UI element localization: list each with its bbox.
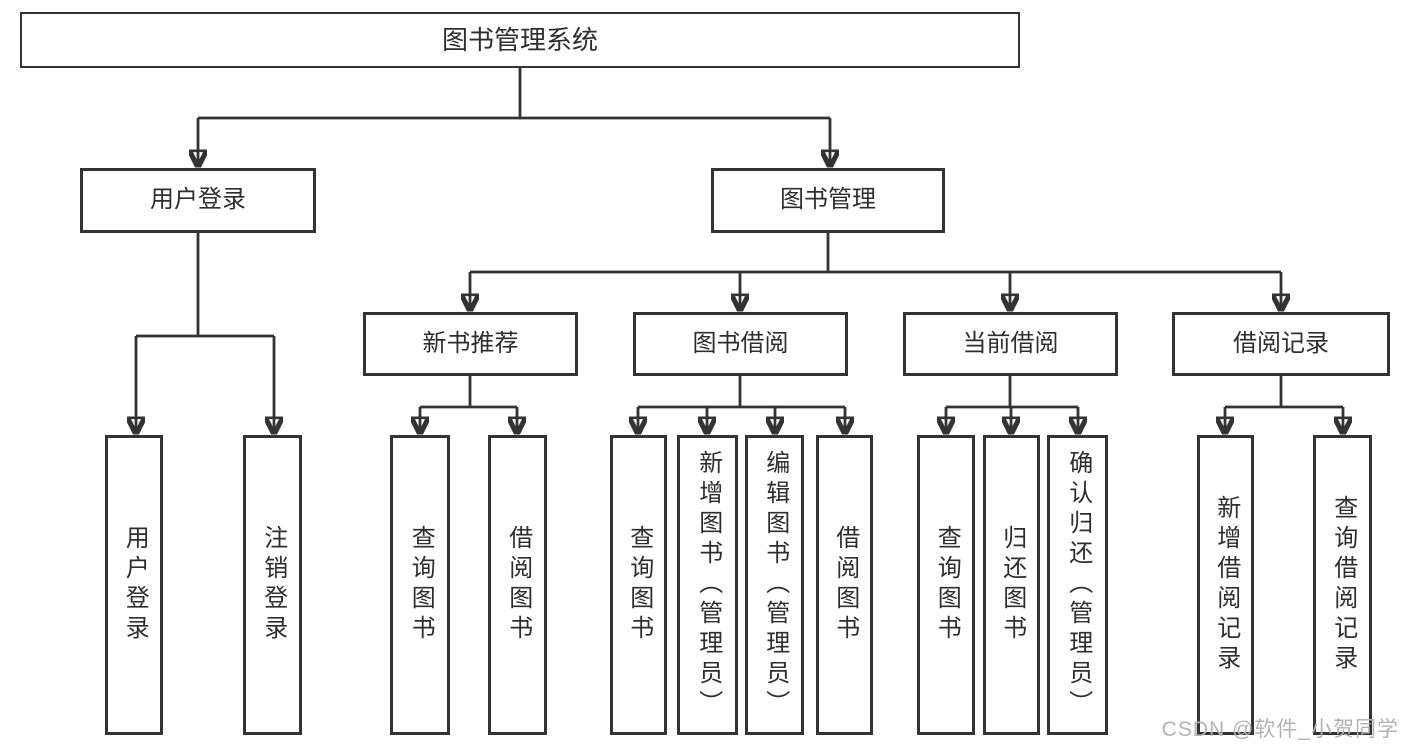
node-borrowing-records: 借阅记录 — [1172, 312, 1390, 376]
node-book-borrowing: 图书借阅 — [633, 312, 848, 376]
leaf-add-borrow-record: 新增借阅记录 — [1197, 435, 1254, 735]
node-new-book-recommend: 新书推荐 — [363, 312, 578, 376]
node-current-borrowing: 当前借阅 — [903, 312, 1118, 376]
node-library-management-system: 图书管理系统 — [20, 12, 1020, 68]
leaf-query-books-current: 查询图书 — [917, 435, 975, 735]
leaf-borrow-books-recommend: 借阅图书 — [488, 435, 547, 735]
node-user-login: 用户登录 — [80, 168, 316, 233]
leaf-query-books-recommend: 查询图书 — [390, 435, 450, 735]
leaf-return-books: 归还图书 — [983, 435, 1040, 735]
leaf-borrow-books: 借阅图书 — [816, 435, 873, 735]
leaf-edit-books-admin: 编辑图书（管理员） — [745, 435, 804, 735]
leaf-add-books-admin: 新增图书（管理员） — [677, 435, 738, 735]
leaf-logout: 注销登录 — [243, 435, 302, 735]
leaf-query-books-borrowing: 查询图书 — [610, 435, 667, 735]
node-book-management: 图书管理 — [711, 168, 945, 233]
csdn-watermark: CSDN @软件_小贺同学 — [1161, 718, 1399, 741]
leaf-user-login: 用户登录 — [105, 435, 163, 735]
leaf-confirm-return-admin: 确认归还（管理员） — [1047, 435, 1108, 735]
leaf-query-borrow-record: 查询借阅记录 — [1313, 435, 1372, 735]
